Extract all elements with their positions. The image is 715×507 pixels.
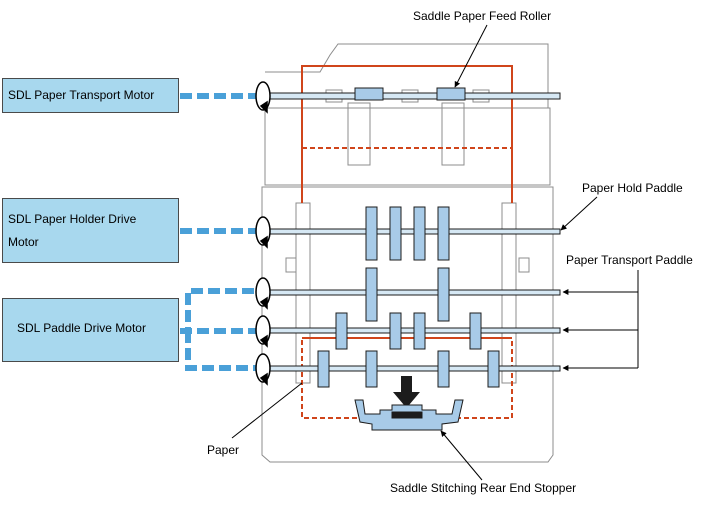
paper-holder-drive-motor-text-1: SDL Paper Holder Drive [8,212,137,226]
feed-roller-leader [454,24,488,88]
transport-paddle [317,350,330,388]
paper-transport-motor-text: SDL Paper Transport Motor [8,88,155,102]
transport-paddle-shaft-1 [257,289,561,296]
shafts [257,92,561,372]
transport-paddle [437,350,450,388]
stopper-leader [440,430,483,481]
drive-belts [180,93,258,371]
transport-paddle-shaft-2 [257,327,561,334]
hold-paddle-leader [560,196,598,231]
saddle-stitching-rear-end-stopper-label: Saddle Stitching Rear End Stopper [390,481,577,495]
paddle-drive-motor-text: SDL Paddle Drive Motor [17,321,146,335]
hold-paddles [365,206,450,261]
transport-paddle [365,350,378,388]
transport-paddle [469,312,482,350]
transport-paddle [413,312,426,350]
feed-direction-arrow [393,376,420,408]
feed-roller [354,87,384,101]
paper-label: Paper [207,443,240,457]
transport-paddle [335,312,348,350]
transport-paddle [365,267,378,322]
hold-paddle [365,206,378,261]
hold-paddle [389,206,402,261]
paper-leader [231,382,303,439]
transport-paddle [487,350,500,388]
paper-holder-drive-motor-text-2: Motor [8,235,39,249]
feed-rollers [354,87,466,101]
paper-transport-motor-label: SDL Paper Transport Motor [2,78,179,113]
rear-end-stopper [354,399,464,431]
callout-lines [231,24,639,481]
paper-holder-drive-motor-label: SDL Paper Holder Drive Motor [2,198,179,263]
frame-details [285,257,530,273]
feed-roller [436,87,466,101]
paddle-drive-motor-label: SDL Paddle Drive Motor [2,298,179,362]
transport-paddles [317,267,500,388]
paper-hold-paddle-label: Paper Hold Paddle [582,181,683,195]
hold-paddle-shaft [257,228,561,235]
saddle-paper-feed-roller-label: Saddle Paper Feed Roller [413,9,552,23]
transport-paddle [437,267,450,322]
feed-roller-shaft [257,92,561,100]
paper-path [301,65,513,419]
rotation-arrows [255,81,271,386]
hold-paddle [413,206,426,261]
hold-paddle [437,206,450,261]
transport-paddle [389,312,402,350]
transport-paddle-shaft-3 [257,365,561,372]
paper-transport-paddle-label: Paper Transport Paddle [566,253,693,267]
